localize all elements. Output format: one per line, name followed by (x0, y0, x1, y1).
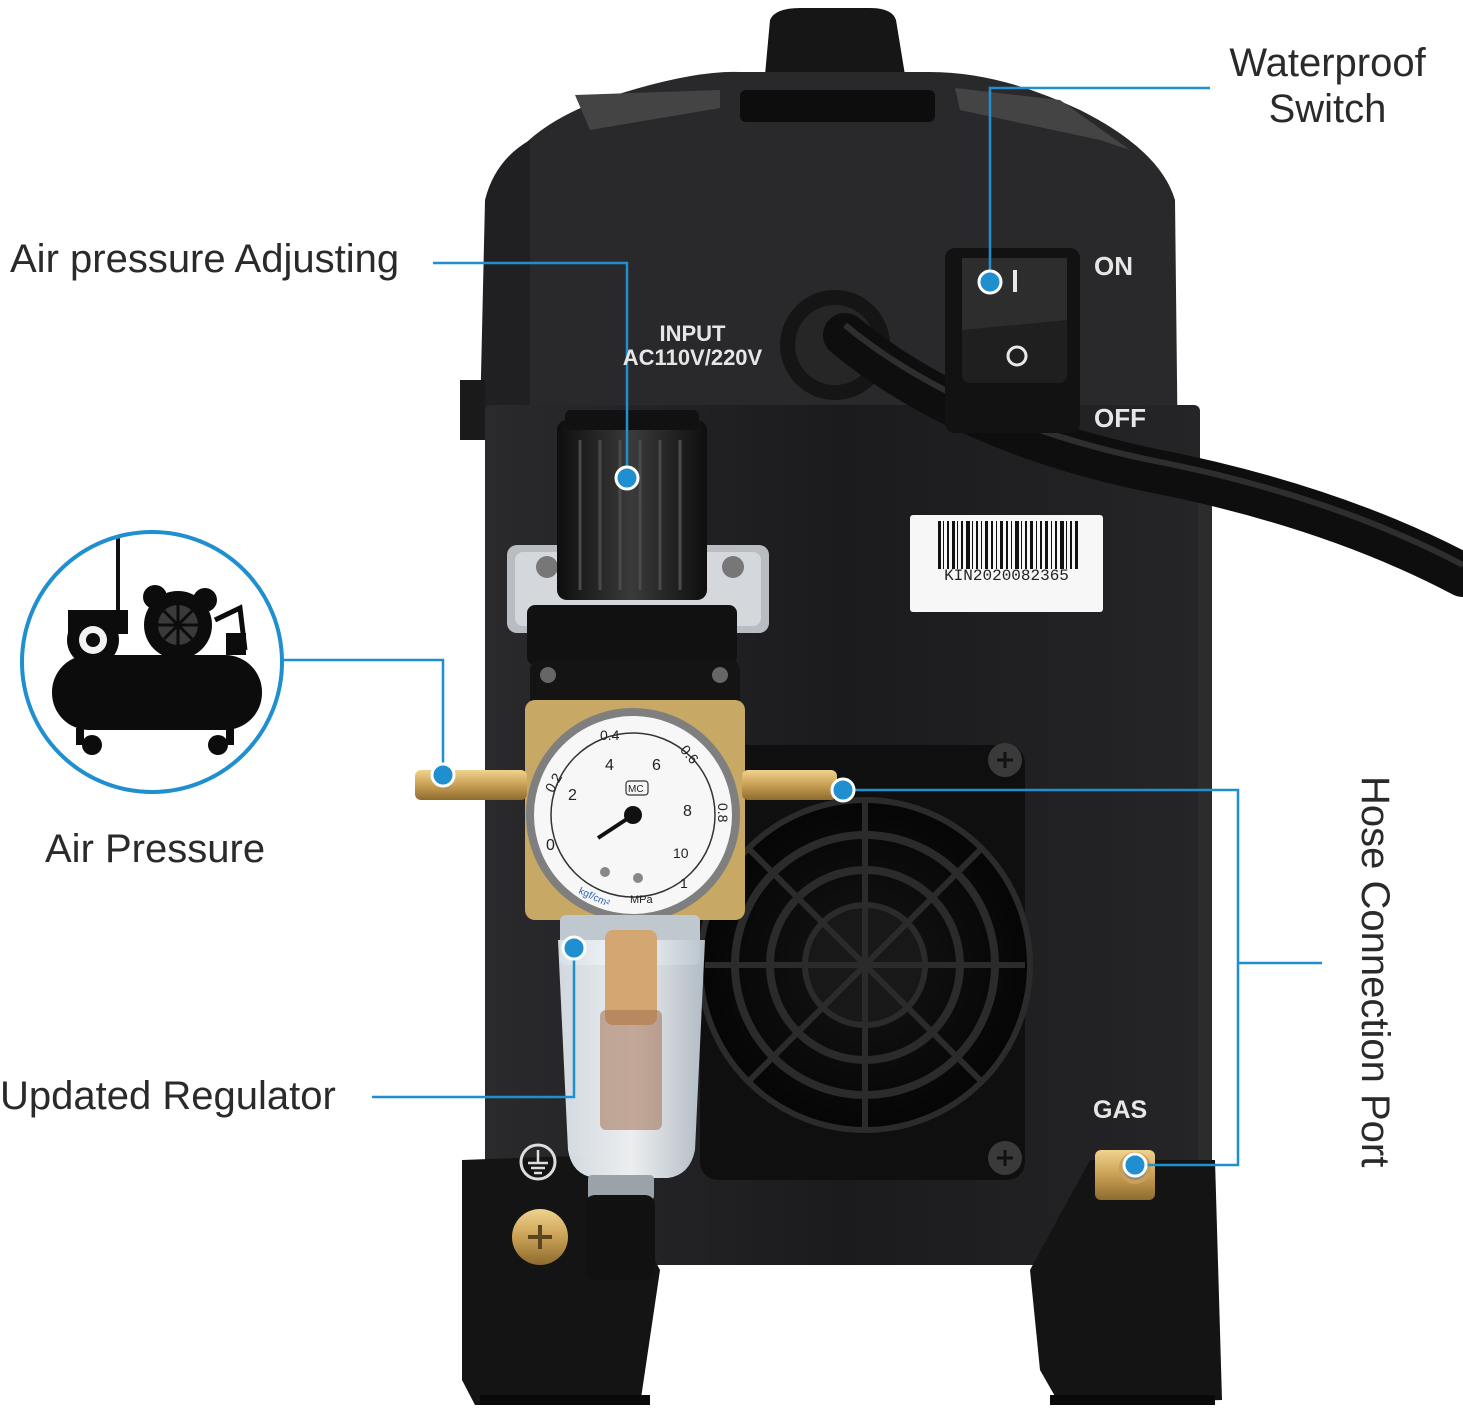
gauge-kgf-10: 10 (673, 845, 689, 861)
callout-air-pressure-adjusting: Air pressure Adjusting (10, 237, 400, 281)
gas-label: GAS (1093, 1096, 1148, 1124)
callout-waterproof-switch: Waterproof Switch (1229, 41, 1426, 131)
air-regulator: 0 2 4 6 8 10 0.2 0.4 0.6 0.8 1 MC kgf/cm… (415, 410, 837, 1280)
power-switch (945, 248, 1080, 433)
input-line1: INPUT (659, 321, 726, 346)
gauge-kgf-2: 2 (568, 787, 577, 804)
gauge-kgf-6: 6 (652, 757, 661, 774)
compressor-thumbnail (20, 530, 284, 794)
gauge-kgf-8: 8 (683, 803, 692, 820)
gauge-mpa-1: 1 (680, 875, 688, 891)
gauge-kgf-4: 4 (605, 757, 614, 774)
gauge-mpa-08: 0.8 (715, 803, 731, 823)
callout-leaders (283, 86, 1322, 1167)
barcode-icon (938, 521, 1078, 569)
gauge-brand: MC (628, 784, 644, 795)
serial-sticker: KIN2020082365 (910, 515, 1103, 612)
switch-off-label: OFF (1094, 403, 1146, 433)
callout-hose-connection-port: Hose Connection Port (1353, 776, 1397, 1168)
callout-dots (430, 269, 1148, 1178)
gauge-unit-mpa: MPa (630, 894, 654, 906)
cooling-fan (697, 743, 1033, 1180)
switch-on-label: ON (1094, 251, 1133, 281)
ground-terminal (512, 1143, 568, 1265)
carry-handle (765, 8, 905, 75)
gauge-kgf-0: 0 (546, 837, 555, 854)
callout-updated-regulator: Updated Regulator (0, 1074, 336, 1118)
gauge-mpa-04: 0.4 (600, 727, 620, 743)
callout-air-pressure: Air Pressure (45, 827, 266, 871)
power-cord (780, 290, 1463, 597)
serial-number: KIN2020082365 (944, 567, 1069, 585)
input-line2: AC110V/220V (622, 345, 763, 371)
input-rating-label: INPUT AC110V/220V (605, 321, 780, 371)
